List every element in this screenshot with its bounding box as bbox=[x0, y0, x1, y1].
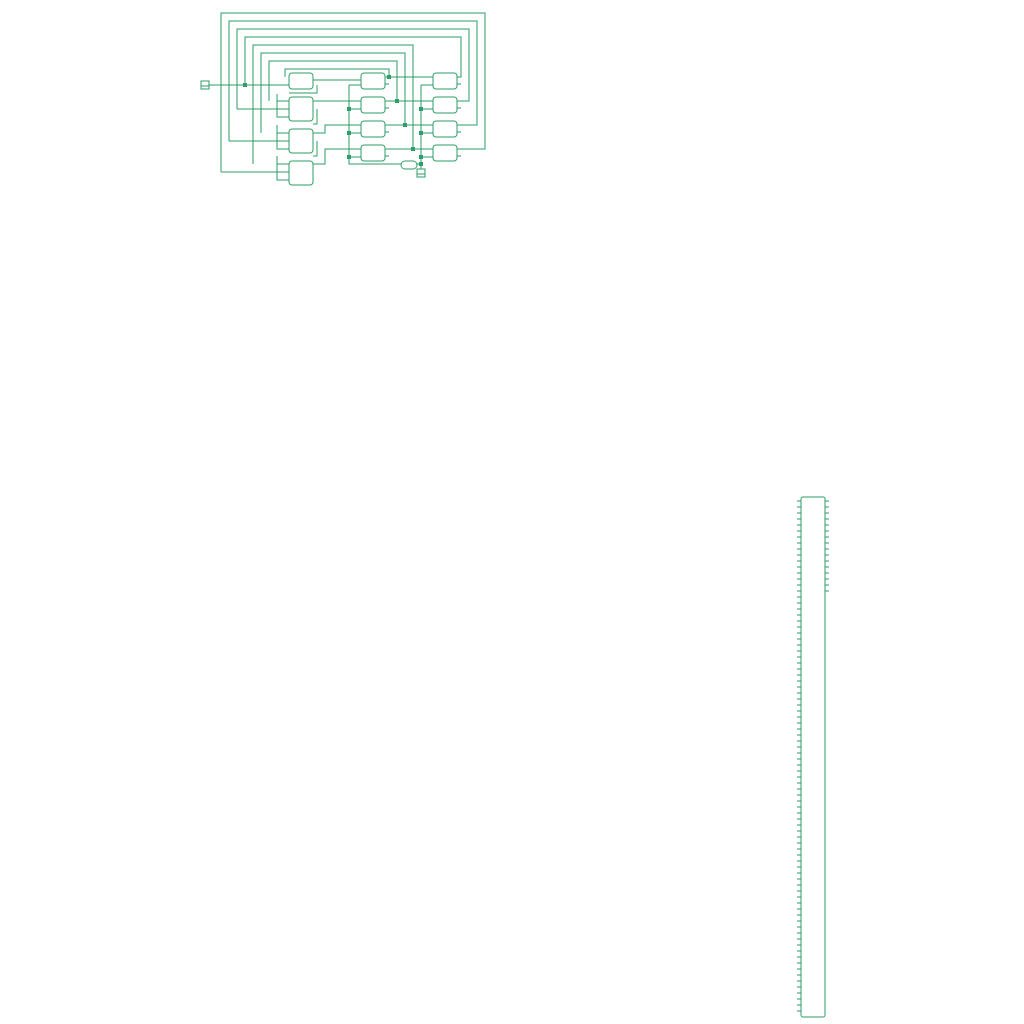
enable-gate[interactable] bbox=[400, 160, 418, 170]
gate-col3-4[interactable] bbox=[432, 144, 458, 162]
wire-junction bbox=[347, 107, 351, 111]
ic-chip[interactable] bbox=[797, 496, 829, 1018]
wire-junction bbox=[243, 83, 247, 87]
wire-junction bbox=[403, 123, 407, 127]
wire-junction bbox=[419, 107, 423, 111]
wire-junction bbox=[347, 155, 351, 159]
logic-gates bbox=[288, 72, 458, 186]
gate-col2-1[interactable] bbox=[360, 72, 386, 90]
gate-col1-4[interactable] bbox=[288, 160, 314, 186]
gate-col1-1[interactable] bbox=[288, 72, 314, 90]
wires bbox=[209, 12, 486, 181]
wire bbox=[220, 12, 486, 172]
wire bbox=[268, 60, 398, 101]
wire-junction bbox=[395, 99, 399, 103]
wire-junction bbox=[419, 155, 423, 159]
wire bbox=[228, 20, 478, 141]
gate-col2-3[interactable] bbox=[360, 120, 386, 138]
wire-junction bbox=[419, 162, 423, 166]
wire-junction bbox=[419, 131, 423, 135]
wire-junctions bbox=[243, 75, 423, 166]
wire bbox=[276, 156, 289, 181]
wire bbox=[236, 28, 470, 109]
wire bbox=[276, 125, 289, 150]
output-pin-icon[interactable] bbox=[416, 168, 426, 178]
wire-junction bbox=[411, 147, 415, 151]
wire bbox=[276, 94, 289, 118]
wire bbox=[260, 52, 406, 133]
wire-junction bbox=[347, 131, 351, 135]
wire bbox=[313, 109, 318, 125]
gate-col3-1[interactable] bbox=[432, 72, 458, 90]
gate-col1-3[interactable] bbox=[288, 128, 314, 154]
wire-junction bbox=[387, 75, 391, 79]
ic-chip-icon[interactable] bbox=[800, 496, 826, 1018]
io-ports bbox=[200, 80, 426, 178]
wire bbox=[244, 36, 462, 85]
gate-col3-2[interactable] bbox=[432, 96, 458, 114]
input-pin-icon[interactable] bbox=[200, 80, 210, 90]
gate-col1-2[interactable] bbox=[288, 96, 314, 122]
gate-col2-2[interactable] bbox=[360, 96, 386, 114]
gate-col3-3[interactable] bbox=[432, 120, 458, 138]
gate-col2-4[interactable] bbox=[360, 144, 386, 162]
wire bbox=[252, 44, 414, 164]
wire bbox=[313, 124, 361, 134]
wire bbox=[313, 141, 318, 157]
wire bbox=[289, 85, 318, 94]
wire bbox=[313, 148, 361, 165]
wire bbox=[348, 85, 401, 165]
wire bbox=[284, 68, 390, 77]
